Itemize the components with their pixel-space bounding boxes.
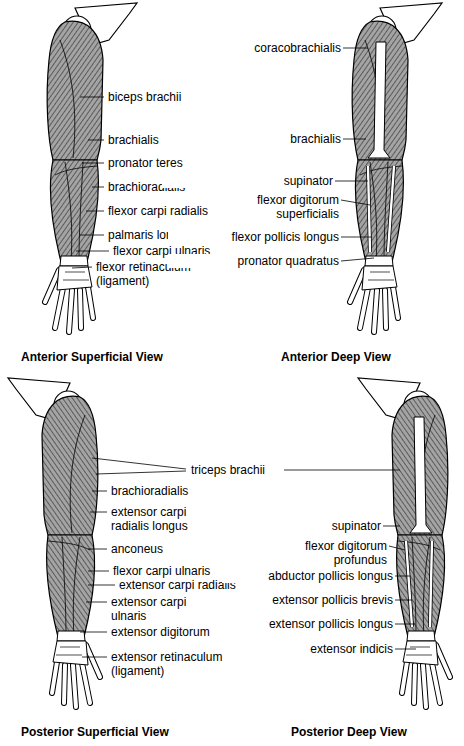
muscle-label: extensor carpi radialis bbox=[118, 578, 237, 592]
muscle-label: extensor digitorum bbox=[110, 625, 211, 639]
anterior-deep-arm bbox=[350, 3, 442, 332]
view-caption: Anterior Superficial View bbox=[20, 350, 164, 364]
view-caption: Posterior Superficial View bbox=[20, 725, 170, 739]
muscle-label: biceps brachii bbox=[107, 90, 182, 104]
muscle-label: supinator bbox=[162, 174, 334, 188]
muscle-label: anconeus bbox=[110, 542, 164, 556]
view-caption: Posterior Deep View bbox=[290, 725, 408, 739]
muscle-label: pronator teres bbox=[107, 156, 184, 170]
muscle-label: flexor digitorum superficialis bbox=[238, 193, 340, 221]
muscle-label: flexor carpi ulnaris bbox=[112, 564, 211, 578]
posterior-deep-bones bbox=[406, 417, 432, 627]
muscle-label: flexor pollicis longus bbox=[168, 230, 340, 244]
muscle-label: flexor carpi radialis bbox=[107, 204, 209, 218]
muscle-label: brachioradialis bbox=[110, 484, 189, 498]
muscle-label: pronator quadratus bbox=[168, 254, 340, 268]
muscle-label: flexor digitorum profundus bbox=[286, 539, 388, 567]
muscle-label: brachialis bbox=[170, 132, 342, 146]
muscle-label: brachialis bbox=[107, 133, 160, 147]
muscle-label: coracobrachialis bbox=[170, 41, 342, 55]
anterior-deep-bones bbox=[368, 42, 394, 252]
view-caption: Anterior Deep View bbox=[280, 350, 392, 364]
muscle-label: extensor indicis bbox=[222, 642, 394, 656]
muscle-label: supinator bbox=[210, 519, 382, 533]
muscle-label: extensor pollicis brevis bbox=[222, 593, 394, 607]
muscle-label: abductor pollicis longus bbox=[222, 569, 394, 583]
muscle-label: triceps brachii bbox=[190, 463, 266, 477]
posterior-superficial-arm bbox=[8, 378, 100, 707]
muscle-label: extensor carpi ulnaris bbox=[110, 595, 202, 623]
muscle-label: extensor carpi radialis longus bbox=[110, 505, 212, 533]
muscle-label: extensor pollicis longus bbox=[222, 617, 394, 631]
